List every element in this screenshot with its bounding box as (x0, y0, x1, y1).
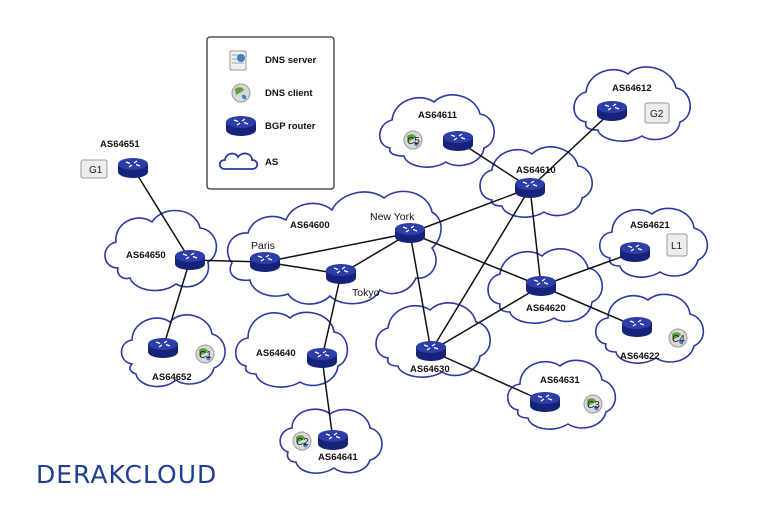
link-64640-64641 (321, 357, 334, 441)
link-tokyo-64640 (321, 273, 342, 359)
host-g1: G1 (89, 165, 103, 176)
link-paris-newyork (264, 232, 411, 263)
dns-client-icon (231, 83, 251, 103)
as-clouds (104, 66, 709, 474)
derakcloud-logo: DERAKCLOUD (36, 460, 218, 489)
label-as64630: AS64630 (410, 364, 450, 375)
host-c5: C5 (407, 136, 420, 147)
link-newyork-64630 (409, 232, 432, 352)
label-as64640: AS64640 (256, 348, 296, 359)
host-c2: C2 (296, 437, 309, 448)
link-newyork-64610 (409, 187, 531, 234)
label-as64651: AS64651 (100, 139, 140, 150)
label-as64620: AS64620 (526, 303, 566, 314)
link-64610-64620 (529, 187, 542, 287)
link-64651-64650 (132, 167, 191, 261)
label-new-york: New York (370, 211, 415, 223)
link-64620-64622 (540, 285, 638, 328)
router-as64640 (306, 347, 338, 369)
label-as64600: AS64600 (290, 220, 330, 231)
label-as64612: AS64612 (612, 83, 652, 94)
router-as64631 (529, 391, 561, 413)
host-c4: C4 (672, 334, 685, 345)
legend-as: AS (265, 157, 278, 168)
router-as64611 (442, 130, 474, 152)
bgp-router-icon (225, 115, 257, 137)
city-labels: Paris New York Tokyo (251, 211, 415, 299)
hosts: G1 G2 C1 C2 C3 C4 C5 L1 (80, 102, 688, 451)
legend-dns-client: DNS client (265, 88, 313, 99)
legend-bgp-router: BGP router (265, 121, 316, 132)
links (132, 110, 638, 441)
router-as64651 (117, 157, 149, 179)
router-newyork (394, 222, 426, 244)
cloud-as64611 (378, 94, 495, 168)
cloud-as64640 (234, 311, 349, 388)
host-l1: L1 (671, 241, 683, 252)
link-64650-64652 (162, 259, 191, 349)
router-as64610 (514, 177, 546, 199)
router-as64622 (621, 316, 653, 338)
router-as64652 (147, 337, 179, 359)
label-as64650: AS64650 (126, 250, 166, 261)
label-tokyo: Tokyo (352, 287, 380, 299)
link-64610-64630 (430, 187, 531, 352)
cloud-as64630 (375, 302, 491, 378)
link-64630-64631 (430, 350, 546, 403)
label-as64621: AS64621 (630, 220, 670, 231)
legend-box (206, 36, 335, 190)
legend-dns-server: DNS server (265, 55, 317, 66)
link-64620-64621 (540, 251, 636, 287)
link-newyork-64620 (409, 232, 542, 287)
server-g1-icon (80, 159, 108, 179)
dns-server-icon (229, 50, 247, 71)
router-paris (249, 251, 281, 273)
router-tokyo (325, 263, 357, 285)
router-as64621 (619, 241, 651, 263)
host-c3: C3 (587, 400, 600, 411)
label-as64641: AS64641 (318, 452, 358, 463)
cloud-icon (218, 152, 259, 170)
label-as64610: AS64610 (516, 165, 556, 176)
router-as64620 (525, 275, 557, 297)
label-as64631: AS64631 (540, 375, 580, 386)
cloud-as64621 (598, 207, 709, 278)
host-c1: C1 (199, 350, 212, 361)
router-as64650 (174, 249, 206, 271)
label-paris: Paris (251, 240, 275, 252)
router-as64641 (317, 429, 349, 451)
cloud-as64650 (104, 209, 218, 292)
server-l1-icon (666, 233, 688, 257)
router-as64630 (415, 340, 447, 362)
link-64612-64610 (529, 110, 613, 189)
label-as64652: AS64652 (152, 372, 192, 383)
label-as64622: AS64622 (620, 351, 660, 362)
legend: DNS server DNS client BGP router AS (206, 36, 335, 190)
cloud-as64631 (506, 359, 617, 430)
host-g2: G2 (650, 109, 664, 120)
as-labels: AS64600 AS64610 AS64611 AS64612 AS64620 … (100, 83, 670, 463)
server-g2-icon (644, 102, 670, 124)
router-as64612 (596, 100, 628, 122)
label-as64611: AS64611 (418, 110, 458, 121)
link-64611-64610 (457, 140, 531, 189)
link-64620-64630 (430, 285, 542, 352)
